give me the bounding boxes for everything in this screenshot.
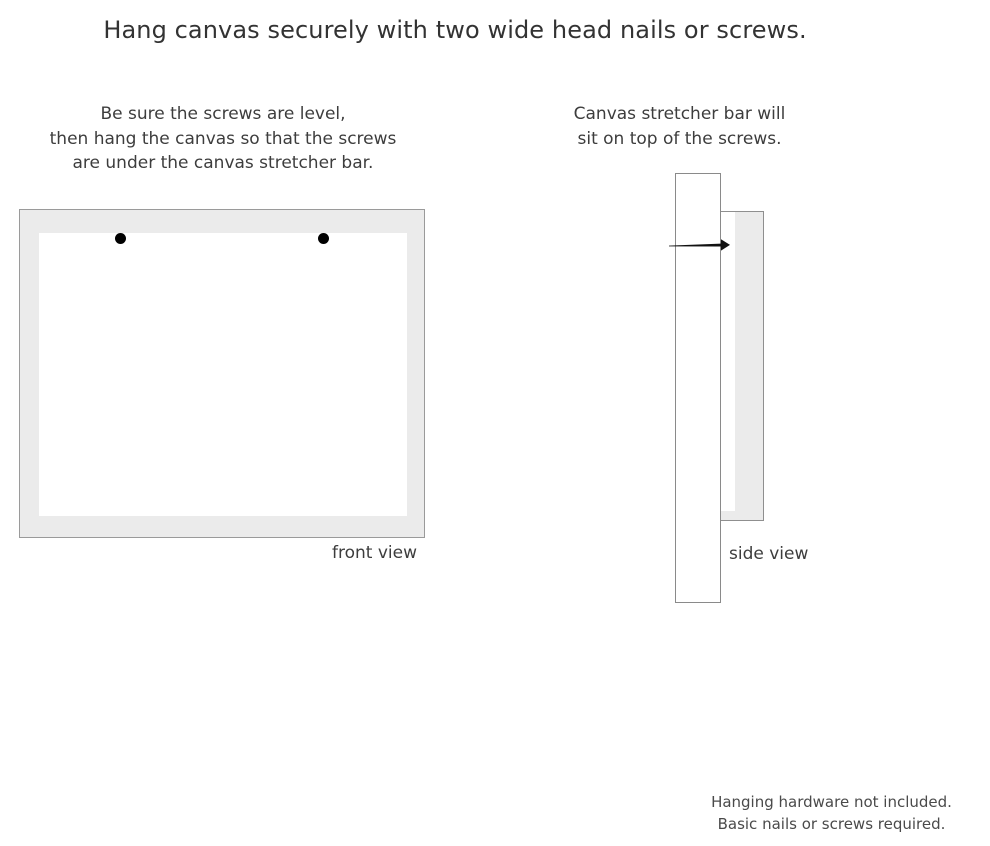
- front-view-label: front view: [332, 543, 417, 563]
- page-title: Hang canvas securely with two wide head …: [103, 16, 807, 44]
- right-screw-dot-icon: [318, 233, 329, 244]
- footer-line: Basic nails or screws required.: [717, 815, 946, 833]
- instruction-line: sit on top of the screws.: [577, 128, 782, 149]
- instruction-line: are under the canvas stretcher bar.: [72, 153, 374, 173]
- side-view-instructions: Canvas stretcher bar will sit on top of …: [540, 102, 819, 151]
- footer-note: Hanging hardware not included. Basic nai…: [690, 791, 973, 835]
- canvas-inner-panel: [39, 233, 407, 516]
- instruction-line: then hang the canvas so that the screws: [49, 128, 397, 149]
- side-view-label: side view: [729, 544, 809, 564]
- front-view-instructions: Be sure the screws are level, then hang …: [13, 102, 433, 176]
- left-screw-dot-icon: [115, 233, 126, 244]
- front-view-diagram: [19, 209, 425, 538]
- nail-icon: [669, 239, 730, 251]
- footer-line: Hanging hardware not included.: [711, 793, 952, 811]
- instruction-line: Be sure the screws are level,: [100, 104, 346, 124]
- instruction-line: Canvas stretcher bar will: [573, 104, 786, 124]
